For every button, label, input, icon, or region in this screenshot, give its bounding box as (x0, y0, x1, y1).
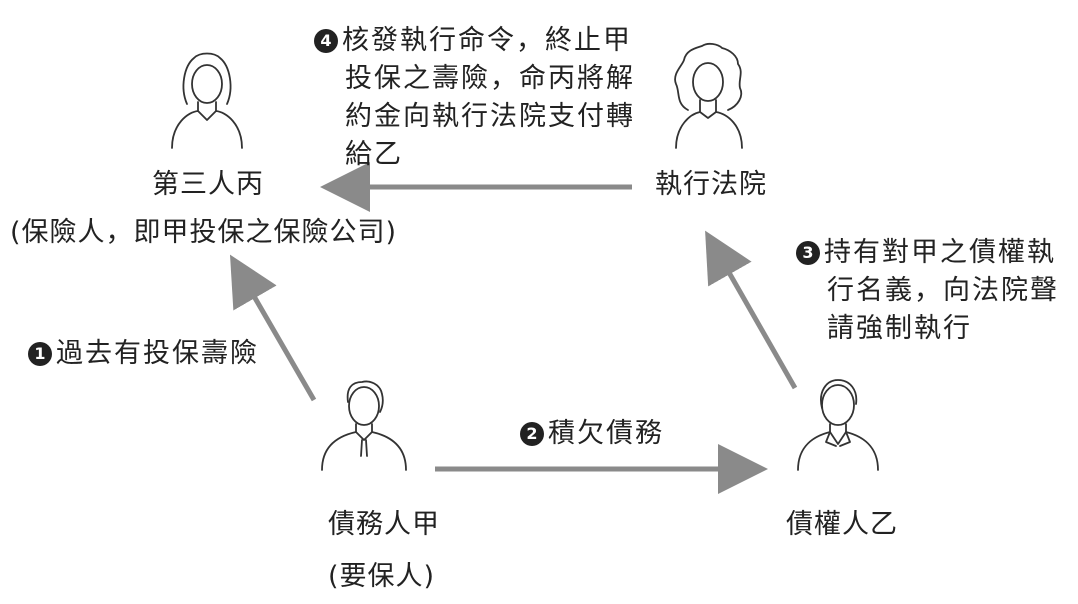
step-1-badge: 1 (28, 342, 52, 366)
third-party-name: 第三人丙 (152, 169, 264, 200)
step-3-badge: 3 (796, 241, 820, 265)
step-3-line-2: 行名義，向法院聲 (827, 275, 1059, 306)
woman-icon (171, 52, 243, 149)
step-3-line-3: 請強制執行 (827, 313, 972, 344)
curly-hair-woman-icon (674, 42, 743, 149)
step-4-badge: 4 (314, 29, 338, 53)
step-2-line-1: 積欠債務 (548, 418, 664, 449)
step-2-badge: 2 (520, 422, 544, 446)
step-4-line-3: 約金向執行法院支付轉 (345, 101, 635, 132)
arrow-debtor-to-third-party (229, 254, 317, 402)
third-party-note: (保險人，即甲投保之保險公司) (10, 217, 398, 248)
arrow-creditor-to-court (705, 230, 798, 390)
step-4-line-2: 投保之壽險，命丙將解 (345, 63, 635, 94)
man-with-collar-icon (797, 379, 879, 471)
court-name: 執行法院 (655, 169, 767, 200)
creditor-name: 債權人乙 (786, 509, 898, 540)
step-3-line-1: 持有對甲之債權執 (824, 237, 1056, 268)
man-with-tie-icon (321, 380, 407, 471)
step-1-line-1: 過去有投保壽險 (56, 338, 259, 369)
debtor-name: 債務人甲 (328, 509, 440, 540)
step-4-line-1: 核發執行命令，終止甲 (342, 25, 632, 56)
debtor-note: (要保人) (328, 561, 436, 592)
step-4-line-4: 給乙 (345, 139, 403, 170)
